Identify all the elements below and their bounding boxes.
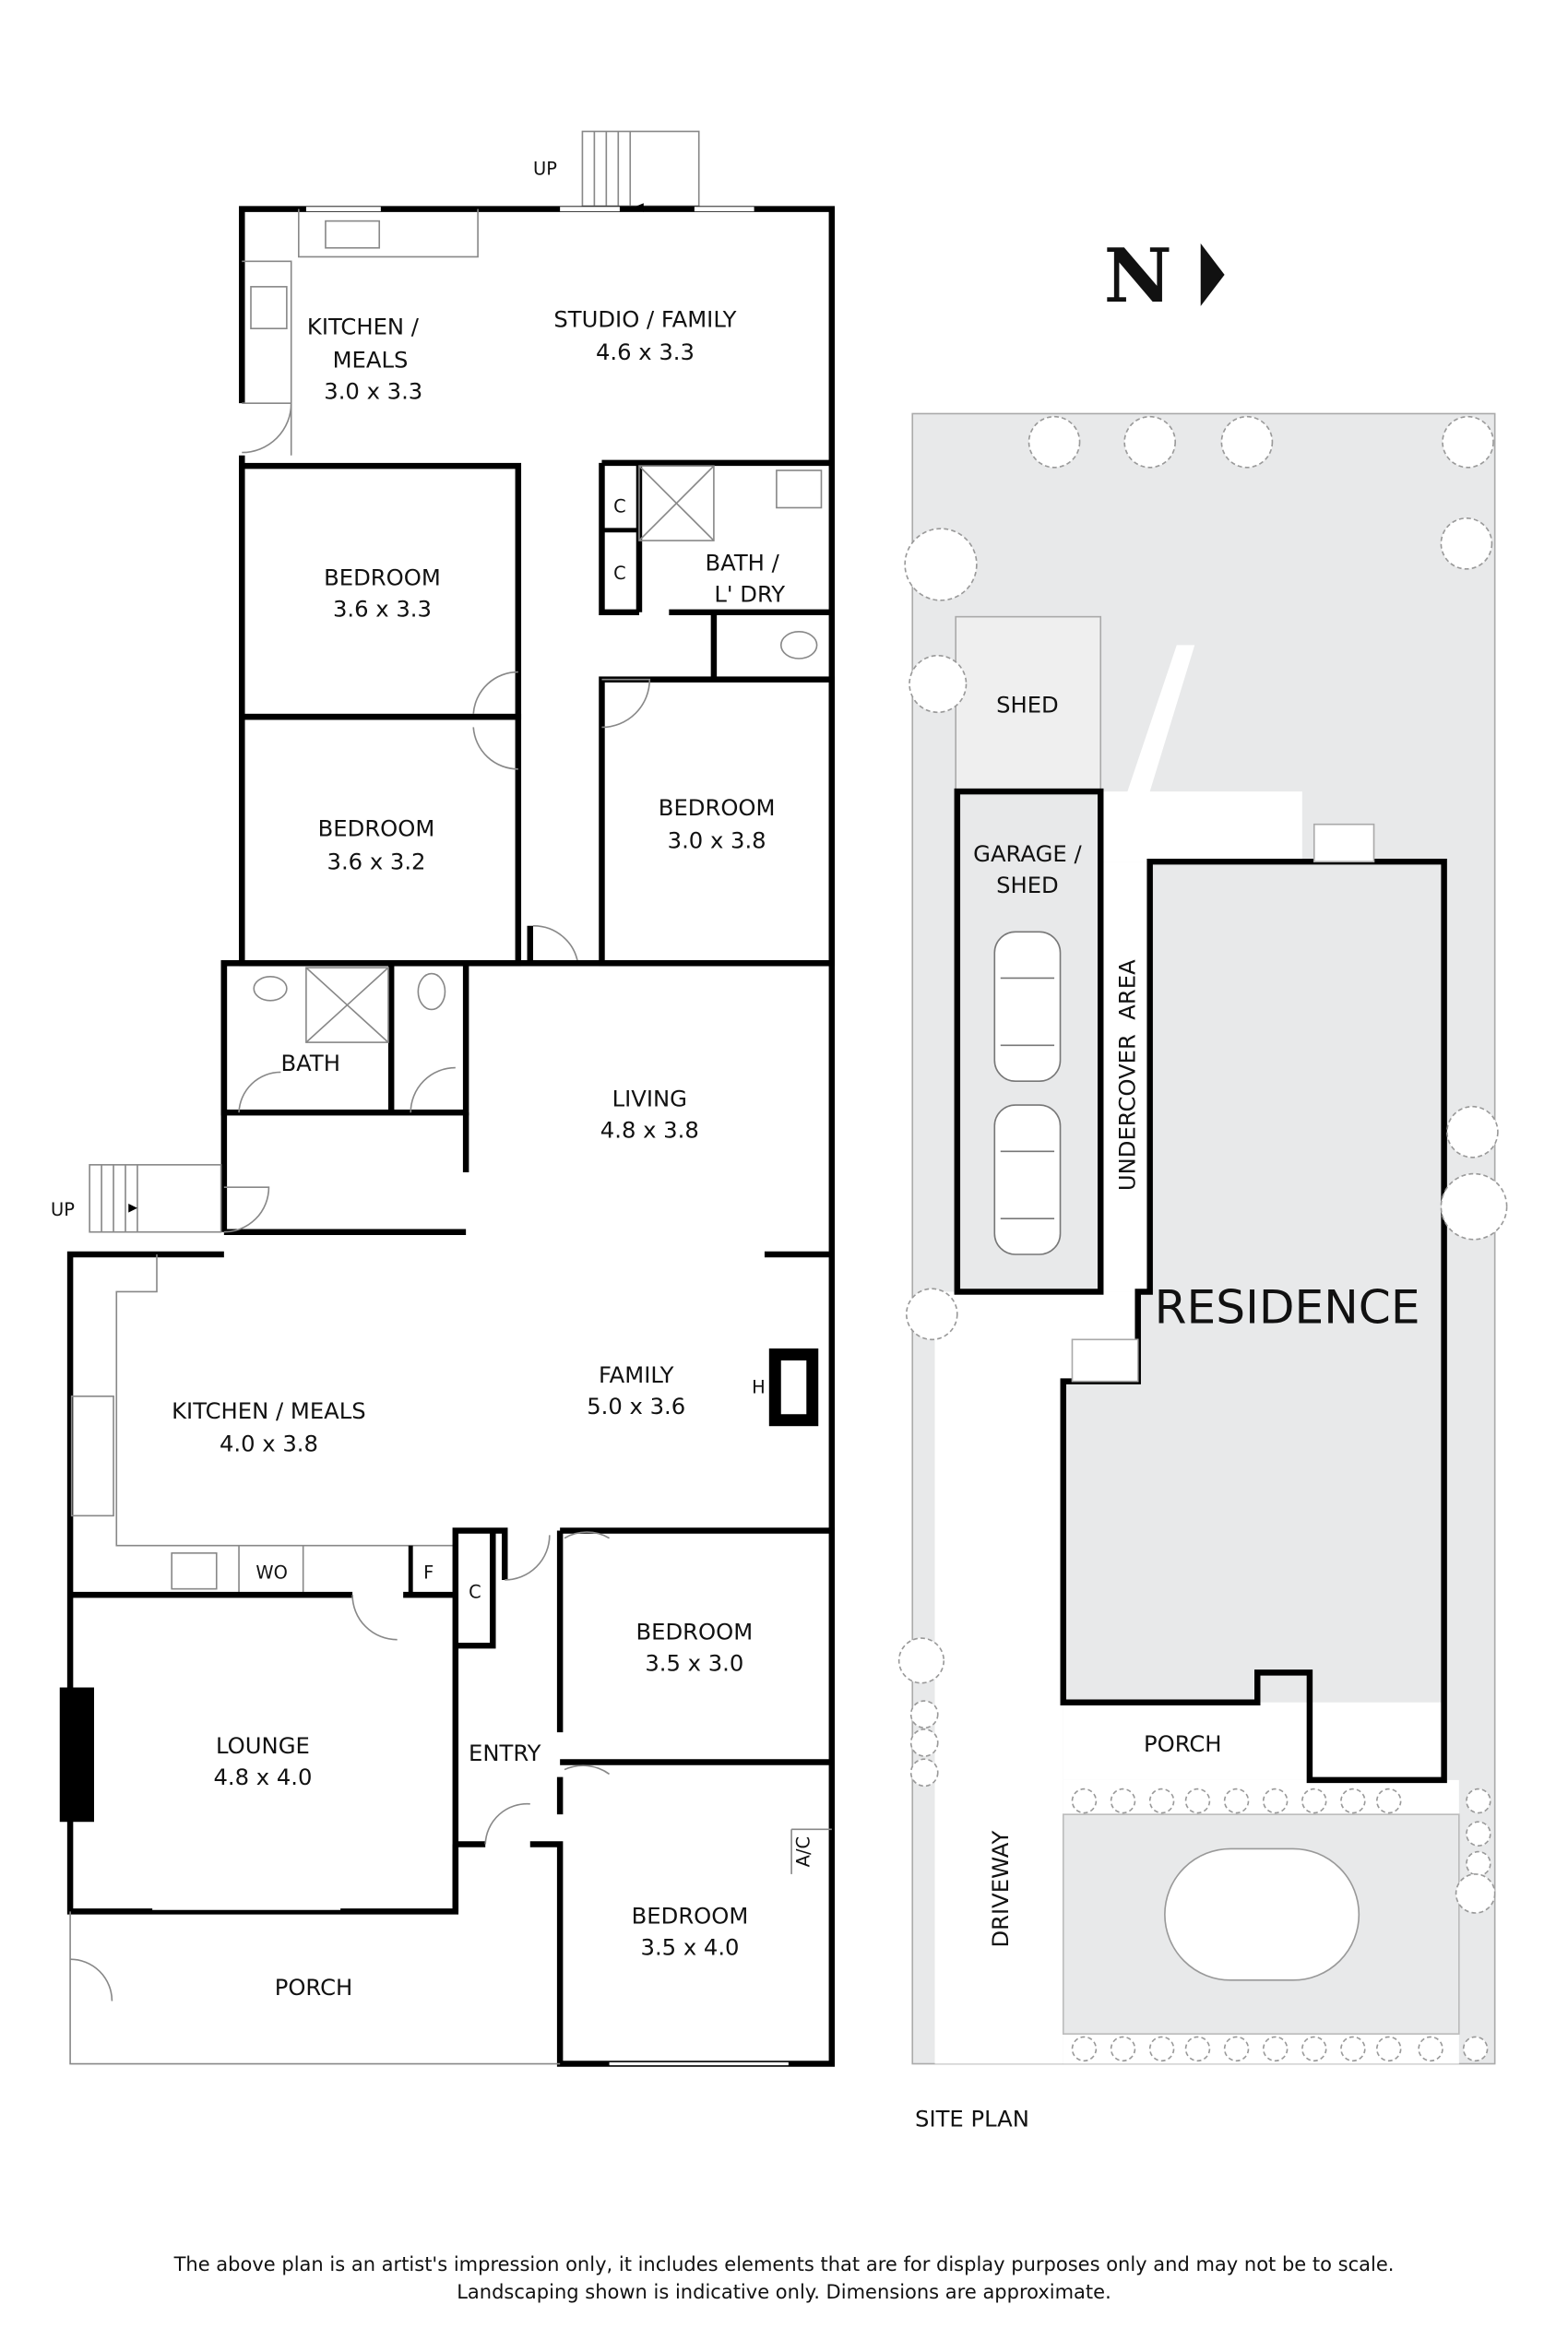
room-name: LOUNGE (216, 1732, 310, 1759)
room-name: ENTRY (469, 1740, 541, 1766)
cupboard-label: C (469, 1581, 481, 1602)
shower-icon (638, 465, 715, 541)
cupboard-label: C (613, 495, 626, 517)
stairs-icon (1071, 1338, 1139, 1383)
room-size: 4.8 x 4.0 (213, 1764, 312, 1790)
shed-label: SHED (996, 691, 1059, 718)
stairs-up-label: UP (51, 1199, 75, 1220)
basin-icon (776, 469, 823, 509)
north-label: N (1104, 232, 1172, 320)
stairs-up-label: UP (533, 158, 557, 179)
site-plan-title: SITE PLAN (915, 2106, 1029, 2132)
toilet-icon (417, 972, 446, 1011)
tree-icons (897, 415, 1508, 2062)
disclaimer-line-2: Landscaping shown is indicative only. Di… (457, 2281, 1111, 2303)
fireplace-icon (59, 1687, 94, 1823)
room-name: BEDROOM (324, 564, 441, 591)
room-size: 3.0 x 3.3 (324, 377, 422, 404)
stairs-icon (1313, 823, 1375, 862)
room-size: 3.0 x 3.8 (668, 827, 766, 854)
room-name: L' DRY (714, 580, 785, 607)
north-arrow-icon (1200, 243, 1225, 306)
main-floor-plan: UP C C (51, 130, 836, 2067)
room-size: 3.5 x 4.0 (641, 1933, 740, 1960)
room-name: BEDROOM (636, 1619, 754, 1645)
heater-label: H (752, 1377, 766, 1398)
disclaimer-line-1: The above plan is an artist's impression… (173, 2253, 1395, 2275)
room-size: 3.6 x 3.2 (327, 848, 426, 874)
door-icon (242, 402, 292, 454)
stairs-top (581, 130, 700, 212)
car-icon (993, 1104, 1062, 1255)
room-size: 3.6 x 3.3 (333, 596, 432, 623)
sink-icon (70, 1396, 114, 1517)
room-name: BEDROOM (659, 794, 776, 821)
room-name: KITCHEN / (307, 314, 420, 340)
room-size: 4.0 x 3.8 (220, 1431, 318, 1457)
toilet-icon (779, 631, 818, 659)
room-name: KITCHEN / MEALS (172, 1397, 366, 1424)
garage-label: SHED (996, 872, 1059, 898)
undercover-area-label: UNDERCOVER AREA (1113, 959, 1140, 1191)
car-icon (993, 931, 1062, 1082)
shower-icon (305, 967, 389, 1043)
room-name: BATH (281, 1050, 340, 1076)
room-name: MEALS (333, 346, 409, 373)
room-name: BEDROOM (318, 815, 435, 842)
cupboard-label: C (613, 563, 626, 584)
driveway-label: DRIVEWAY (987, 1831, 1014, 1948)
air-con-label: A/C (793, 1836, 814, 1867)
porch-label: PORCH (1144, 1730, 1222, 1757)
room-name: FAMILY (599, 1361, 674, 1388)
stairs-left (89, 1164, 222, 1233)
garage-label: GARAGE / (973, 840, 1082, 867)
room-name: BATH / (706, 549, 780, 576)
site-plan: SHED GARAGE / SHED UNDERCOVER AREA RESID… (897, 412, 1508, 2132)
cooktop-icon (171, 1552, 218, 1590)
basin-icon (253, 976, 288, 1002)
room-size: 3.5 x 3.0 (645, 1650, 743, 1677)
room-name: BEDROOM (632, 1902, 749, 1929)
room-size: 4.6 x 3.3 (596, 339, 695, 365)
cooktop-icon (250, 286, 288, 329)
wall-oven-label: WO (255, 1562, 287, 1583)
room-size: 5.0 x 3.6 (587, 1393, 685, 1420)
north-arrow: N (1104, 232, 1225, 320)
room-name: PORCH (275, 1974, 353, 2001)
sink-icon (325, 220, 381, 249)
fridge-label: F (423, 1562, 434, 1583)
room-size: 4.8 x 3.8 (600, 1117, 699, 1144)
room-name: STUDIO / FAMILY (553, 306, 736, 333)
pool-icon (1164, 1847, 1360, 1981)
residence-label: RESIDENCE (1155, 1279, 1420, 1334)
room-name: LIVING (612, 1086, 687, 1112)
